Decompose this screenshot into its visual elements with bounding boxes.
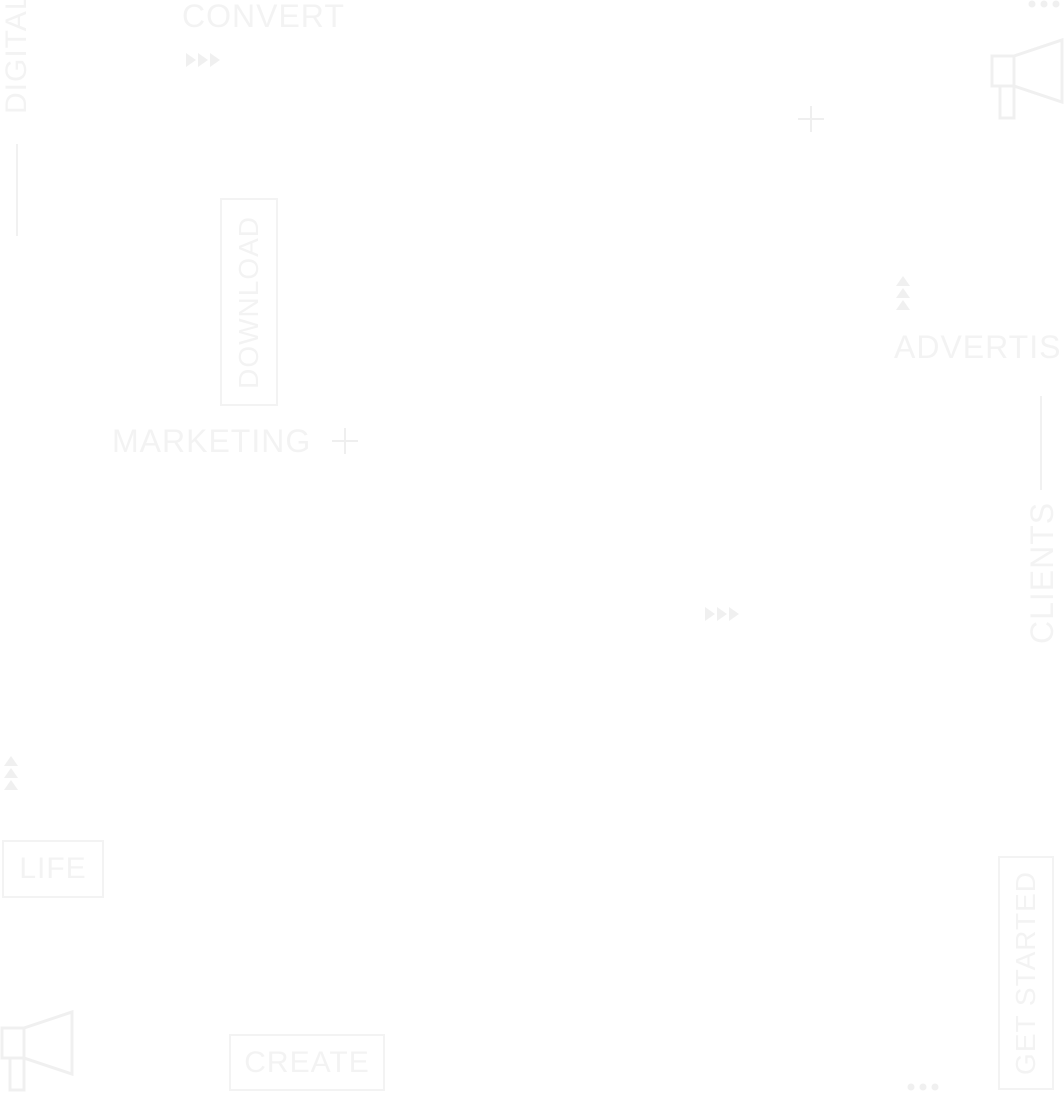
convert-label: CONVERT [182,0,345,34]
life-button[interactable]: LIFE [2,840,104,898]
dots-icon [1028,0,1060,8]
advertise-label: ADVERTISE [894,329,1064,365]
megaphone-icon [0,1009,74,1092]
megaphone-icon [990,37,1064,120]
divider-line [1040,396,1042,490]
divider-line [16,144,18,236]
get-started-label: GET STARTED [1010,871,1041,1075]
create-label: CREATE [244,1045,370,1079]
create-button[interactable]: CREATE [229,1034,385,1091]
get-started-button[interactable]: GET STARTED [998,856,1054,1090]
life-label: LIFE [19,852,87,885]
arrows-up-icon [896,276,910,310]
download-button[interactable]: DOWNLOAD [220,198,278,406]
arrows-right-icon [186,53,220,67]
digital-label: DIGITAL [0,0,33,114]
marketing-label: MARKETING [112,423,312,459]
download-label: DOWNLOAD [233,215,264,389]
arrows-right-icon [705,607,739,621]
plus-icon [798,106,824,132]
arrows-up-icon [4,756,18,790]
plus-icon [332,428,358,454]
dots-icon [907,1083,939,1091]
clients-label: CLIENTS [1024,501,1060,644]
